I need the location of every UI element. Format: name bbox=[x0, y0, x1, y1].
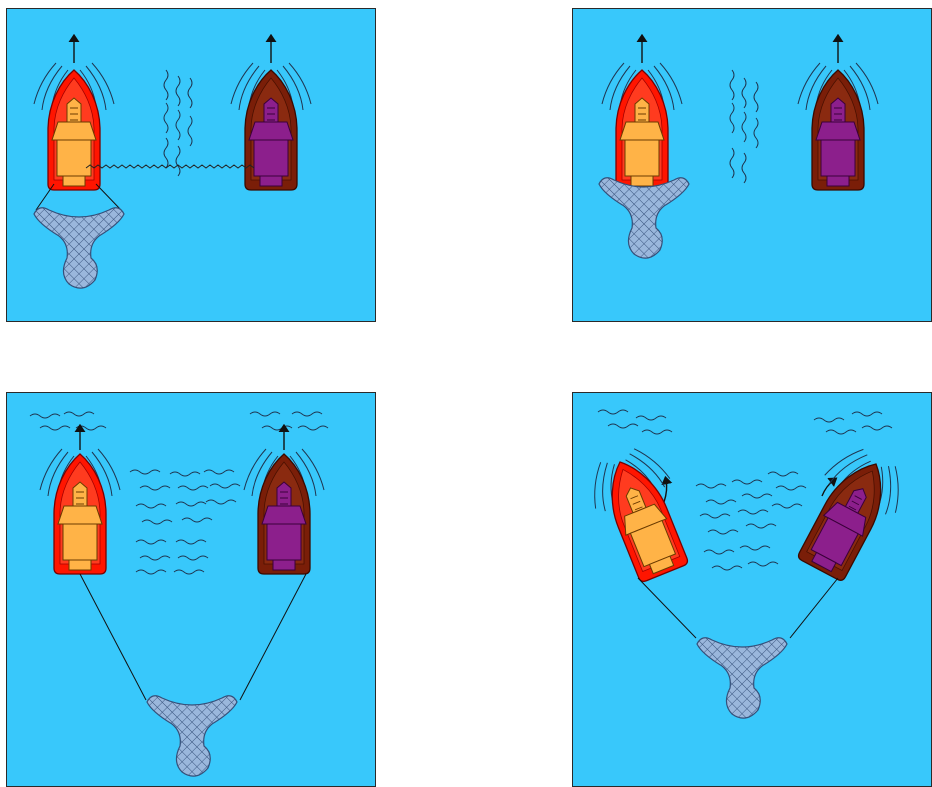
panel-step-4 bbox=[572, 392, 932, 787]
panel-step-3 bbox=[6, 392, 376, 787]
panel-step-2 bbox=[572, 8, 932, 322]
water-background bbox=[573, 393, 932, 787]
panel-step-1 bbox=[6, 8, 376, 322]
